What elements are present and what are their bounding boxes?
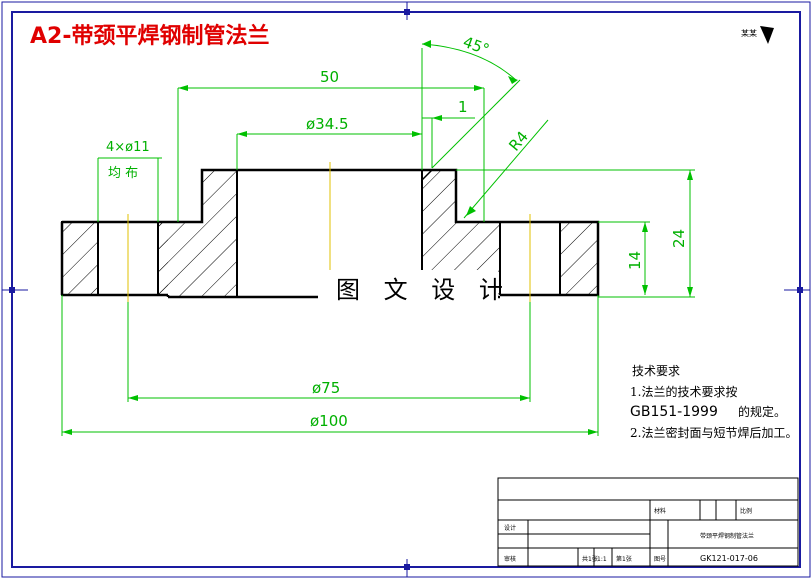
dimension-lines (61, 43, 695, 436)
tb-material-label: 材料 (654, 507, 666, 515)
dim-length-50: 50 (320, 68, 339, 86)
dim-bolt-circle: ø75 (312, 379, 340, 397)
dim-thickness-14: 14 (626, 251, 644, 270)
dimension-arrows (62, 40, 693, 435)
dim-holes: 4×ø11 (106, 140, 150, 155)
dim-small-1: 1 (458, 98, 468, 116)
corner-mark-text: 某某 (741, 29, 757, 38)
corner-mark-icon (760, 26, 774, 44)
tb-sheet-label: 共1张 (582, 555, 598, 563)
dim-height-24: 24 (670, 229, 688, 248)
tech-note-1: 1.法兰的技术要求按 (630, 384, 737, 399)
dim-bore: ø34.5 (306, 115, 349, 133)
tech-notes: 技术要求 1.法兰的技术要求按 GB151-1999 的规定。 2.法兰密封面与… (630, 364, 797, 440)
dim-radius: R4 (505, 128, 532, 155)
tb-scale-label: 比例 (740, 507, 752, 515)
flange-section (60, 162, 600, 302)
tb-checker: 审核 (504, 555, 516, 563)
tech-note-standard-suffix: 的规定。 (738, 404, 786, 419)
drawing-title: A2-带颈平焊钢制管法兰 (30, 23, 269, 49)
watermark: 图 文 设 计 (336, 276, 511, 304)
tb-drawing-no: GK121-017-06 (700, 554, 758, 563)
tech-note-standard: GB151-1999 (630, 404, 718, 420)
tb-drawing-no-label: 图号 (654, 556, 666, 563)
tb-page-label: 第1张 (616, 555, 632, 563)
dim-angle: 45° (461, 33, 492, 59)
tech-note-2: 2.法兰密封面与短节焊后加工。 (630, 425, 797, 440)
tb-name: 带颈平焊钢制管法兰 (700, 532, 754, 540)
watermark-backdrop (318, 270, 498, 306)
tb-scale-value: 1:1 (597, 556, 607, 563)
dim-outer: ø100 (310, 412, 348, 430)
title-block (497, 477, 799, 567)
dim-holes-note: 均 布 (108, 166, 138, 181)
tech-notes-heading: 技术要求 (632, 364, 680, 378)
tb-designer: 设计 (504, 524, 516, 532)
